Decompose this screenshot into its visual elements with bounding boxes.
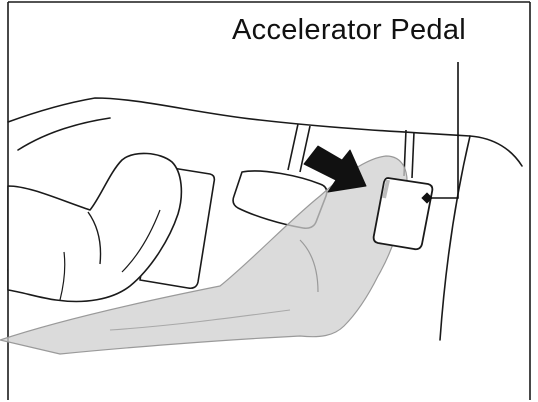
accelerator-pedal bbox=[372, 177, 434, 251]
press-arrow-icon bbox=[303, 145, 367, 193]
left-foot bbox=[7, 152, 183, 303]
right-foot-heel-line bbox=[109, 309, 291, 331]
callout-leader bbox=[421, 62, 459, 204]
brake-pedal-arm bbox=[287, 123, 311, 173]
accelerator-pedal-label: Accelerator Pedal bbox=[232, 14, 466, 46]
right-foot-sole-line bbox=[299, 239, 319, 293]
